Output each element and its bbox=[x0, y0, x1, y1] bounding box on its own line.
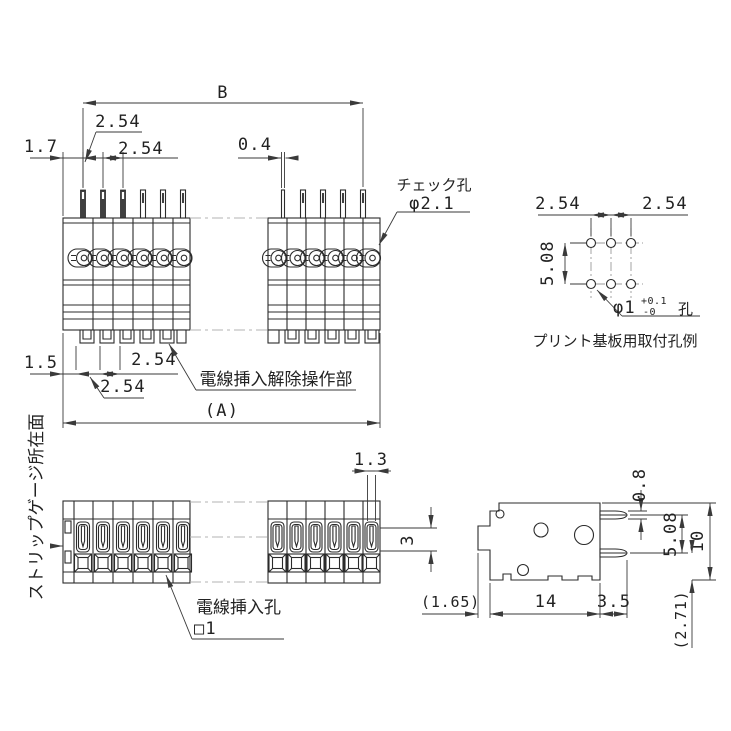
front-view-dimensions: 1.3 3 電線挿入孔 □1 ストリップゲージ所在面 bbox=[27, 414, 437, 640]
label-hole-dia: φ1 bbox=[613, 298, 636, 318]
side-pin-lower bbox=[599, 548, 628, 558]
top-view-horizontal-lines bbox=[63, 222, 380, 320]
top-view-body-left bbox=[62, 217, 191, 331]
front-view bbox=[62, 500, 381, 584]
solder-pins-top bbox=[80, 189, 367, 219]
dim-3-5: 3.5 bbox=[597, 592, 631, 612]
dim-3: 3 bbox=[398, 534, 418, 545]
release-tabs bbox=[79, 329, 380, 344]
dim-pcb-row-pitch: 5.08 bbox=[538, 240, 558, 286]
dim-0-4: 0.4 bbox=[238, 135, 272, 155]
break-lines-top-view bbox=[190, 217, 268, 331]
side-hole-small-bottom bbox=[516, 563, 530, 577]
dim-B: B bbox=[217, 83, 228, 103]
dim-2-71: (2.71) bbox=[672, 591, 690, 650]
side-hole-large bbox=[573, 524, 595, 546]
front-view-unit-borders bbox=[92, 501, 364, 583]
label-release-part: 電線挿入解除操作部 bbox=[200, 370, 353, 389]
label-check-hole-dia: φ2.1 bbox=[409, 194, 455, 214]
label-hole-tol-minus: -0 bbox=[643, 307, 656, 318]
dim-2-54-bottom-a: 2.54 bbox=[131, 350, 177, 370]
label-hole-tol-plus: +0.1 bbox=[641, 296, 667, 307]
side-hole-medium bbox=[533, 522, 549, 538]
pcb-holes bbox=[585, 237, 637, 290]
label-wire-hole-size: □1 bbox=[194, 619, 217, 639]
dim-pcb-pitch-right: 2.54 bbox=[642, 194, 688, 214]
side-view-dimensions: 0.8 5.08 10 (2.71) (1.65) 14 3.5 bbox=[421, 468, 716, 650]
dim-1-5: 1.5 bbox=[24, 353, 58, 373]
label-hole-suffix: 孔 bbox=[678, 301, 693, 318]
dim-2-54-bottom-b: 2.54 bbox=[100, 377, 146, 397]
dim-0-8: 0.8 bbox=[630, 468, 650, 502]
dim-1-7: 1.7 bbox=[24, 137, 58, 157]
label-strip-gauge: ストリップゲージ所在面 bbox=[27, 414, 46, 601]
top-view-dimensions: B 1.7 2.54 2.54 0.4 1.5 2.54 2.54 (A) チェ… bbox=[24, 83, 472, 428]
dim-5-08: 5.08 bbox=[661, 511, 681, 557]
top-view bbox=[62, 189, 382, 344]
pcb-example-caption: プリント基板用取付孔例 bbox=[532, 332, 697, 350]
dim-10: 10 bbox=[688, 530, 708, 553]
top-view-unit-borders bbox=[92, 218, 364, 330]
side-view bbox=[477, 502, 628, 581]
pcb-hole-example: 2.54 2.54 5.08 φ1 +0.1 -0 孔 プリント基板用取付孔例 bbox=[532, 194, 700, 350]
dim-pcb-pitch-left: 2.54 bbox=[535, 194, 581, 214]
dim-1-65: (1.65) bbox=[421, 593, 480, 611]
break-lines-front-view bbox=[190, 501, 268, 583]
side-pin-upper bbox=[599, 510, 628, 520]
dim-1-3: 1.3 bbox=[354, 450, 388, 470]
side-hole-small-top bbox=[495, 509, 505, 519]
dim-2-54-top-b: 2.54 bbox=[118, 139, 164, 159]
label-check-hole: チェック孔 bbox=[396, 177, 471, 194]
label-wire-hole: 電線挿入孔 bbox=[196, 598, 281, 617]
dim-14: 14 bbox=[535, 592, 558, 612]
dim-2-54-top-a: 2.54 bbox=[95, 112, 141, 132]
dim-A: (A) bbox=[205, 401, 239, 421]
